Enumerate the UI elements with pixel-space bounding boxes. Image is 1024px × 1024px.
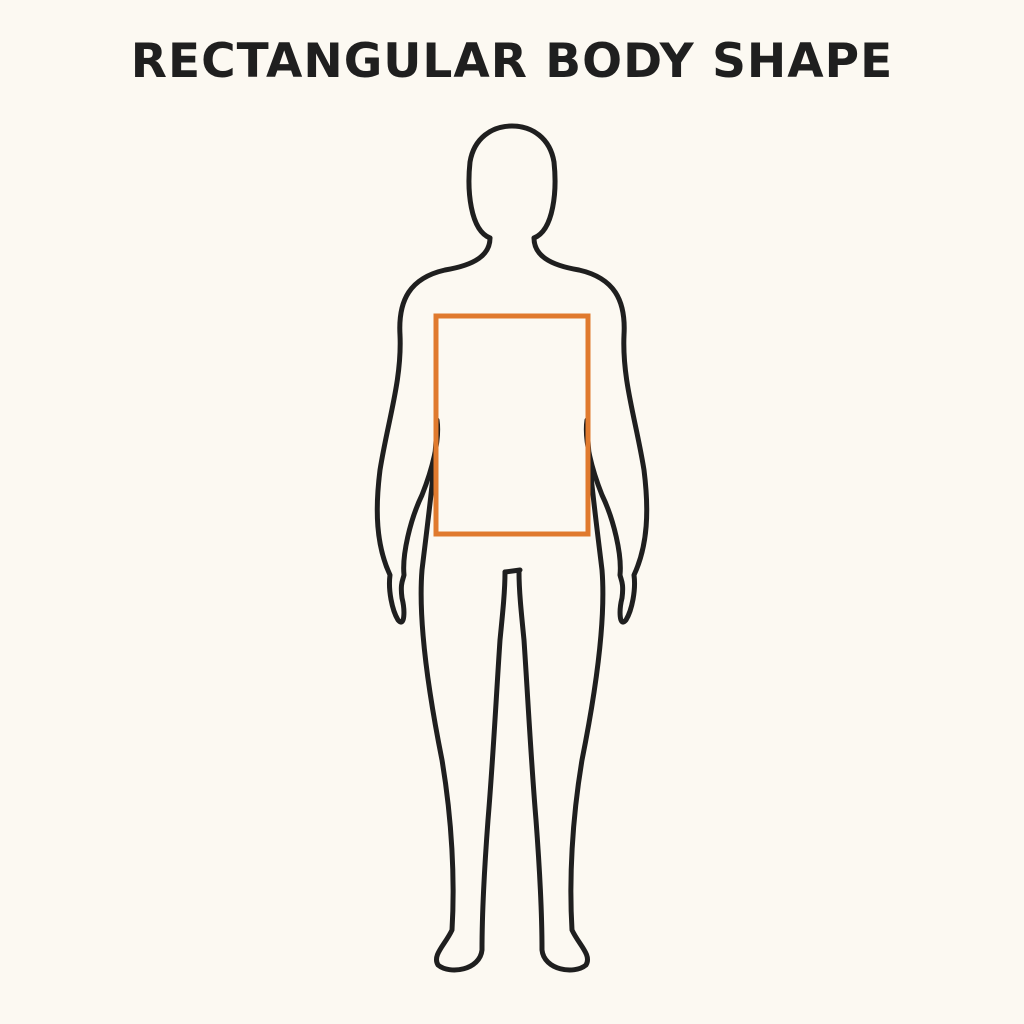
body-left-outline — [374, 235, 508, 973]
head-outline — [466, 123, 558, 241]
rectangle-torso-icon — [433, 313, 591, 537]
body-right-outline — [516, 235, 650, 973]
figure-outline — [374, 123, 650, 973]
page-title: RECTANGULAR BODY SHAPE — [130, 34, 894, 89]
